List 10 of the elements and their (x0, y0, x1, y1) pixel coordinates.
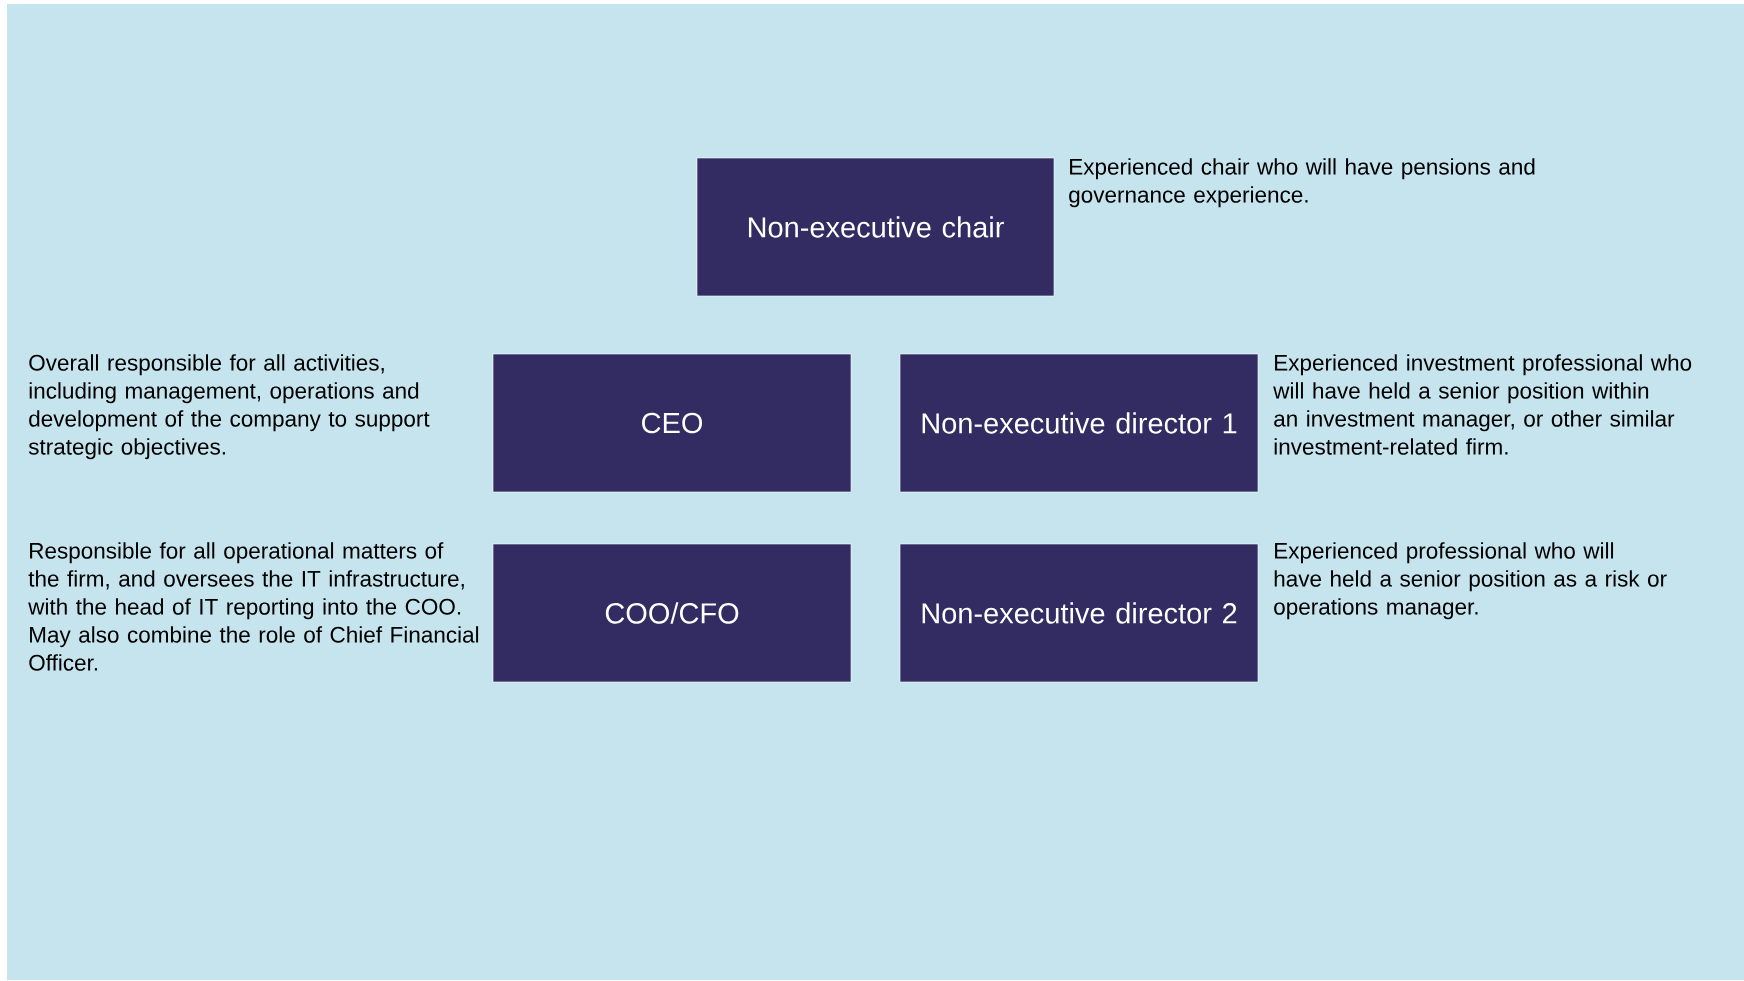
role-box: COO/CFO (492, 543, 852, 683)
description-text: Responsible for all operational matters of the firm, and oversees the IT infrastructure, with the head of IT reporting into the COO. May also combine the role of Chief Financial Officer. (28, 542, 479, 671)
role-box: Non-executive director 1 (899, 353, 1259, 493)
description-text: Experienced chair who will have pensions and governance experience. (1069, 158, 1535, 208)
description-text: Experienced investment professional who will have held a senior position within an investment manager, or other similar investment-related firm. (1273, 354, 1692, 455)
description-text: Experienced professional who will have held a senior position as a risk or operations manager. (1274, 542, 1667, 620)
role-box: Non-executive director 2 (899, 543, 1259, 683)
description-text: Overall responsible for all activities, including management, operations and development of the company to support strategic objectives. (28, 354, 430, 460)
role-box: CEO (492, 353, 852, 493)
role-box: Non-executive chair (696, 157, 1055, 297)
